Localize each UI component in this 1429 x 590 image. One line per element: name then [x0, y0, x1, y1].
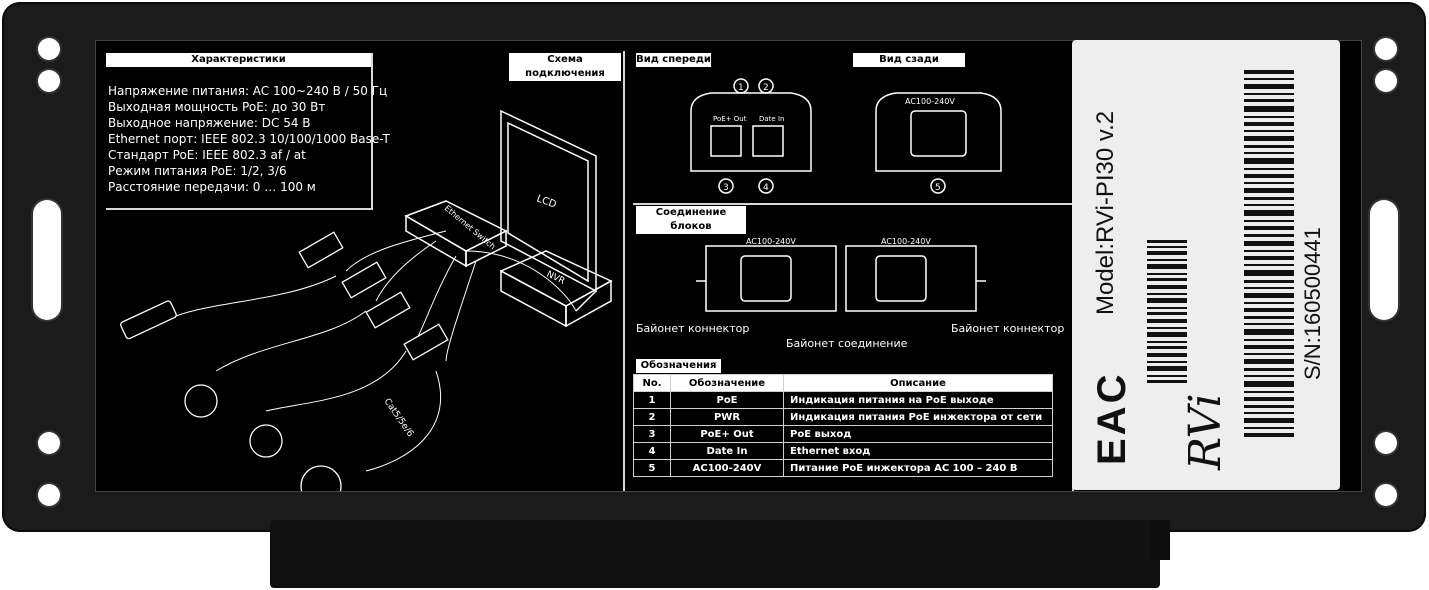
bayonet-connection: Байонет соединение [786, 337, 908, 350]
spec-line: Расстояние передачи: 0 … 100 м [108, 180, 316, 194]
socket-label: AC100-240V [881, 237, 931, 246]
table-row: 5 AC100-240V Питание PoE инжектора AC 10… [633, 459, 1053, 477]
cell: 1 [633, 391, 671, 409]
rear-view-title: Вид сзади [853, 53, 965, 67]
nvr-icon [499, 250, 613, 328]
ethernet-switch-icon [404, 200, 508, 268]
cell: 2 [633, 408, 671, 426]
cell: Ethernet вход [783, 442, 1053, 460]
table-row: 3 PoE+ Out PoE выход [633, 425, 1053, 443]
mounting-slot [1370, 200, 1398, 320]
cell: 4 [633, 442, 671, 460]
spec-line: Режим питания PoE: 1/2, 3/6 [108, 164, 287, 178]
cell: PoE выход [783, 425, 1053, 443]
spec-line: Выходное напряжение: DC 54 В [108, 116, 311, 130]
screw-hole [38, 432, 60, 454]
cell: 3 [633, 425, 671, 443]
screw-hole [38, 70, 60, 92]
spec-line: Выходная мощность PoE: до 30 Вт [108, 100, 326, 114]
handwritten-brand: RVi [1180, 393, 1231, 470]
table-header-row: No. Обозначение Описание [633, 374, 1053, 392]
screw-hole [38, 38, 60, 60]
camera-icon [120, 300, 342, 491]
col-header: Описание [783, 374, 1053, 392]
table-row: 1 PoE Индикация питания на PoE выходе [633, 391, 1053, 409]
mounting-foot [270, 520, 1160, 588]
port-label: PoE+ Out [713, 115, 747, 123]
screw-hole [1375, 70, 1397, 92]
cell: Питание PoE инжектора AC 100 – 240 В [783, 459, 1053, 477]
mounting-foot-edge [1150, 520, 1170, 560]
screw-hole [1375, 432, 1397, 454]
socket-label: AC100-240V [746, 237, 796, 246]
divider [106, 208, 373, 210]
blocks-title: Соединение блоков [636, 206, 746, 234]
screw-hole [38, 484, 60, 506]
mark-1: 1 [738, 83, 744, 93]
mark-2: 2 [763, 83, 769, 93]
legend-table: No. Обозначение Описание 1 PoE Индикация… [633, 374, 1053, 477]
bayonet-connector-right: Байонет коннектор [951, 322, 1065, 335]
barcode-icon [1147, 240, 1187, 383]
mark-3: 3 [723, 183, 729, 193]
lcd-monitor-icon [500, 109, 597, 312]
poe-injector-icon [298, 231, 449, 361]
spec-line: Напряжение питания: AC 100~240 В / 50 Гц [108, 84, 388, 98]
model-text: Model:RVi-PI30 v.2 [1092, 110, 1119, 315]
bayonet-connector-left: Байонет коннектор [636, 322, 750, 335]
table-row: 4 Date In Ethernet вход [633, 442, 1053, 460]
cell: PWR [670, 408, 784, 426]
scheme-title: Схема подключения [509, 53, 621, 81]
port-label: Date In [759, 115, 784, 123]
nvr-label: NVR [545, 270, 567, 287]
cell: 5 [633, 459, 671, 477]
screw-hole [1375, 484, 1397, 506]
cell: Индикация питания PoE инжектора от сети [783, 408, 1053, 426]
specs-title: Характеристики [106, 53, 371, 67]
mark-5: 5 [935, 183, 941, 193]
rear-view-drawing [875, 92, 1002, 194]
front-view-drawing [690, 78, 812, 194]
lcd-label: LCD [535, 193, 558, 210]
specs-list: Напряжение питания: AC 100~240 В / 50 Гц… [108, 83, 390, 195]
switch-label: Ethernet Switch [443, 204, 497, 252]
front-rear-view-drawing: 1 2 3 4 PoE+ Out Date In AC100-240V 5 [690, 78, 1002, 194]
cell: Индикация питания на PoE выходе [783, 391, 1053, 409]
mark-4: 4 [763, 183, 769, 193]
divider [623, 51, 625, 491]
cell: AC100-240V [670, 459, 784, 477]
cell: PoE+ Out [670, 425, 784, 443]
mounting-slot [33, 200, 61, 320]
serial-text: S/N:160500441 [1300, 227, 1325, 380]
col-header: No. [633, 374, 671, 392]
connection-diagram: LCD Ethernet Switch NVR [120, 109, 613, 491]
socket-label: AC100-240V [905, 97, 955, 106]
cell: PoE [670, 391, 784, 409]
eac-mark: EAC [1090, 371, 1134, 465]
divider [633, 203, 1073, 205]
barcode-icon [1244, 70, 1294, 437]
cable-label: Cat5/5e/6 [382, 397, 416, 439]
cell: Date In [670, 442, 784, 460]
divider [371, 53, 373, 208]
product-sticker: Model:RVi-PI30 v.2 S/N:160500441 EAC RVi [1072, 40, 1340, 490]
spec-line: Ethernet порт: IEEE 802.3 10/100/1000 Ba… [108, 132, 390, 146]
spec-line: Стандарт PoE: IEEE 802.3 af / at [108, 148, 306, 162]
front-view-title: Вид спереди [636, 53, 711, 67]
table-row: 2 PWR Индикация питания PoE инжектора от… [633, 408, 1053, 426]
blocks-drawing: AC100-240V AC100-240V [696, 237, 986, 312]
col-header: Обозначение [670, 374, 784, 392]
screw-hole [1375, 38, 1397, 60]
legend-title: Обозначения [636, 359, 721, 373]
